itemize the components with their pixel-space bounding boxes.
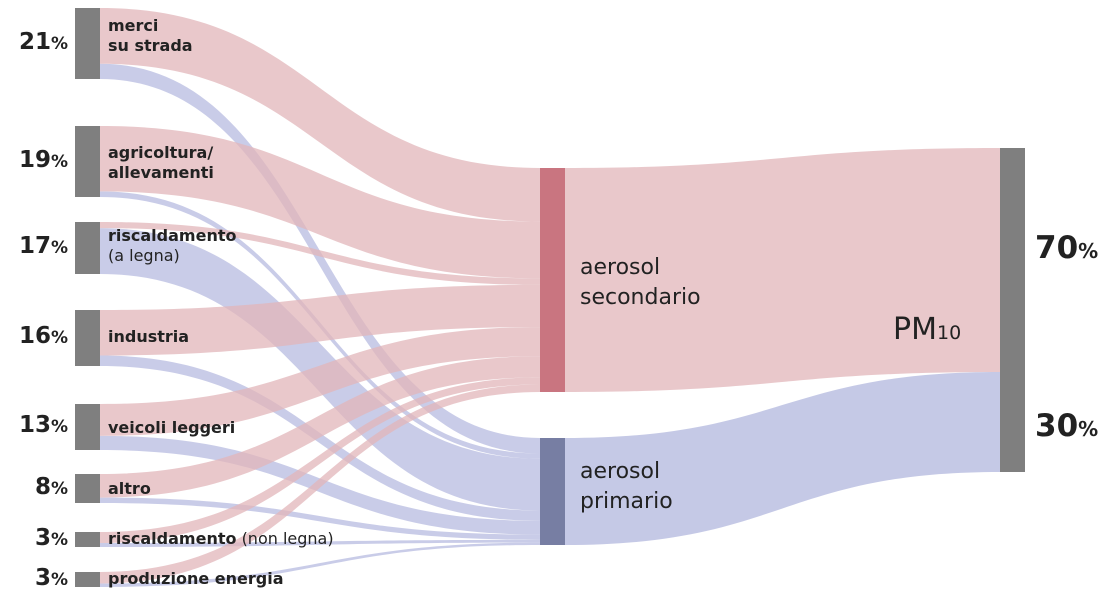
label-bold: merci: [108, 16, 159, 35]
flow-4-secondario: [100, 327, 540, 436]
percent-sign: %: [50, 33, 68, 54]
source-node-4: [75, 404, 100, 450]
percent-sign: %: [1078, 239, 1099, 263]
source-percent: 19%: [19, 147, 68, 173]
source-label: agricoltura/allevamenti: [108, 143, 214, 183]
node-label-aerosol-primario: aerosol primario: [580, 457, 673, 517]
node-aerosol-primario: [540, 438, 565, 545]
label-bold: produzione energia: [108, 569, 284, 588]
label-bold: riscaldamento: [108, 529, 237, 548]
flow-primario-pm10: [565, 372, 1000, 545]
percent-value: 19: [18, 146, 51, 173]
node-label-aerosol-secondario: aerosol secondario: [580, 253, 701, 313]
source-node-2: [75, 222, 100, 274]
label-bold: veicoli leggeri: [108, 418, 236, 437]
source-label: riscaldamento (non legna): [108, 529, 334, 549]
percent-sign: %: [50, 417, 68, 437]
percent-sign: %: [50, 151, 68, 172]
percent-value: 3: [34, 564, 51, 591]
node-pm10: [1000, 148, 1025, 472]
percent-value: 16: [18, 323, 51, 349]
flows: [100, 8, 1000, 587]
share-secondario: 70%: [1035, 230, 1098, 266]
percent-value: 8: [34, 473, 51, 500]
flow-3-primario: [100, 355, 540, 521]
label-bold: agricoltura/: [108, 143, 214, 162]
percent-value: 17: [18, 233, 51, 259]
percent-sign: %: [50, 328, 68, 348]
source-node-7: [75, 572, 100, 587]
source-node-3: [75, 310, 100, 366]
label-normal: (a legna): [108, 246, 180, 265]
share-primario: 30%: [1035, 408, 1098, 444]
label-line: primario: [580, 489, 673, 514]
flow-1-secondario: [100, 126, 540, 279]
flow-7-secondario: [100, 384, 540, 584]
label-bold: industria: [108, 327, 190, 346]
percent-sign: %: [50, 478, 68, 499]
share-value: 30: [1035, 408, 1079, 444]
flow-6-primario: [100, 539, 540, 547]
flow-2-secondario: [100, 222, 540, 285]
source-percent: 13%: [19, 412, 68, 438]
source-node-0: [75, 8, 100, 79]
node-aerosol-secondario: [540, 168, 565, 392]
source-percent: 3%: [35, 525, 68, 551]
source-percent: 8%: [35, 474, 68, 500]
source-label: produzione energia: [108, 569, 284, 589]
source-label: veicoli leggeri: [108, 418, 235, 438]
source-node-1: [75, 126, 100, 197]
flow-5-primario: [100, 497, 540, 540]
source-label: altro: [108, 479, 151, 499]
label-line: secondario: [580, 285, 701, 310]
percent-value: 21: [18, 28, 51, 55]
flow-0-secondario: [100, 8, 540, 222]
share-value: 70: [1035, 230, 1079, 266]
flow-secondario-pm10: [565, 148, 1000, 392]
flow-6-secondario: [100, 377, 540, 543]
source-label: riscaldamento(a legna): [108, 226, 236, 266]
source-percent: 21%: [19, 29, 68, 55]
flow-5-secondario: [100, 356, 540, 498]
percent-sign: %: [1078, 417, 1099, 441]
source-node-5: [75, 474, 100, 503]
label-line: aerosol: [580, 459, 661, 484]
label-bold: altro: [108, 479, 151, 498]
source-node-6: [75, 532, 100, 547]
flow-7-primario: [100, 542, 540, 587]
label-bold: riscaldamento: [108, 226, 237, 245]
flow-0-primario: [100, 63, 540, 454]
percent-sign: %: [50, 529, 68, 550]
percent-value: 13: [18, 412, 51, 438]
source-label: industria: [108, 327, 189, 347]
label-bold-line2: allevamenti: [108, 163, 214, 182]
source-percent: 16%: [19, 323, 68, 349]
label-normal: (non legna): [241, 529, 334, 548]
label-bold-line2: su strada: [108, 36, 193, 55]
source-percent: 17%: [19, 233, 68, 259]
percent-value: 3: [34, 524, 51, 551]
source-percent: 3%: [35, 565, 68, 591]
pm-text: PM: [893, 312, 937, 347]
percent-sign: %: [50, 569, 68, 590]
label-line: aerosol: [580, 255, 661, 280]
percent-sign: %: [50, 238, 68, 258]
pm-subscript: 10: [936, 322, 962, 344]
flow-3-secondario: [100, 284, 540, 356]
target-label-pm10: PM10: [893, 312, 961, 347]
